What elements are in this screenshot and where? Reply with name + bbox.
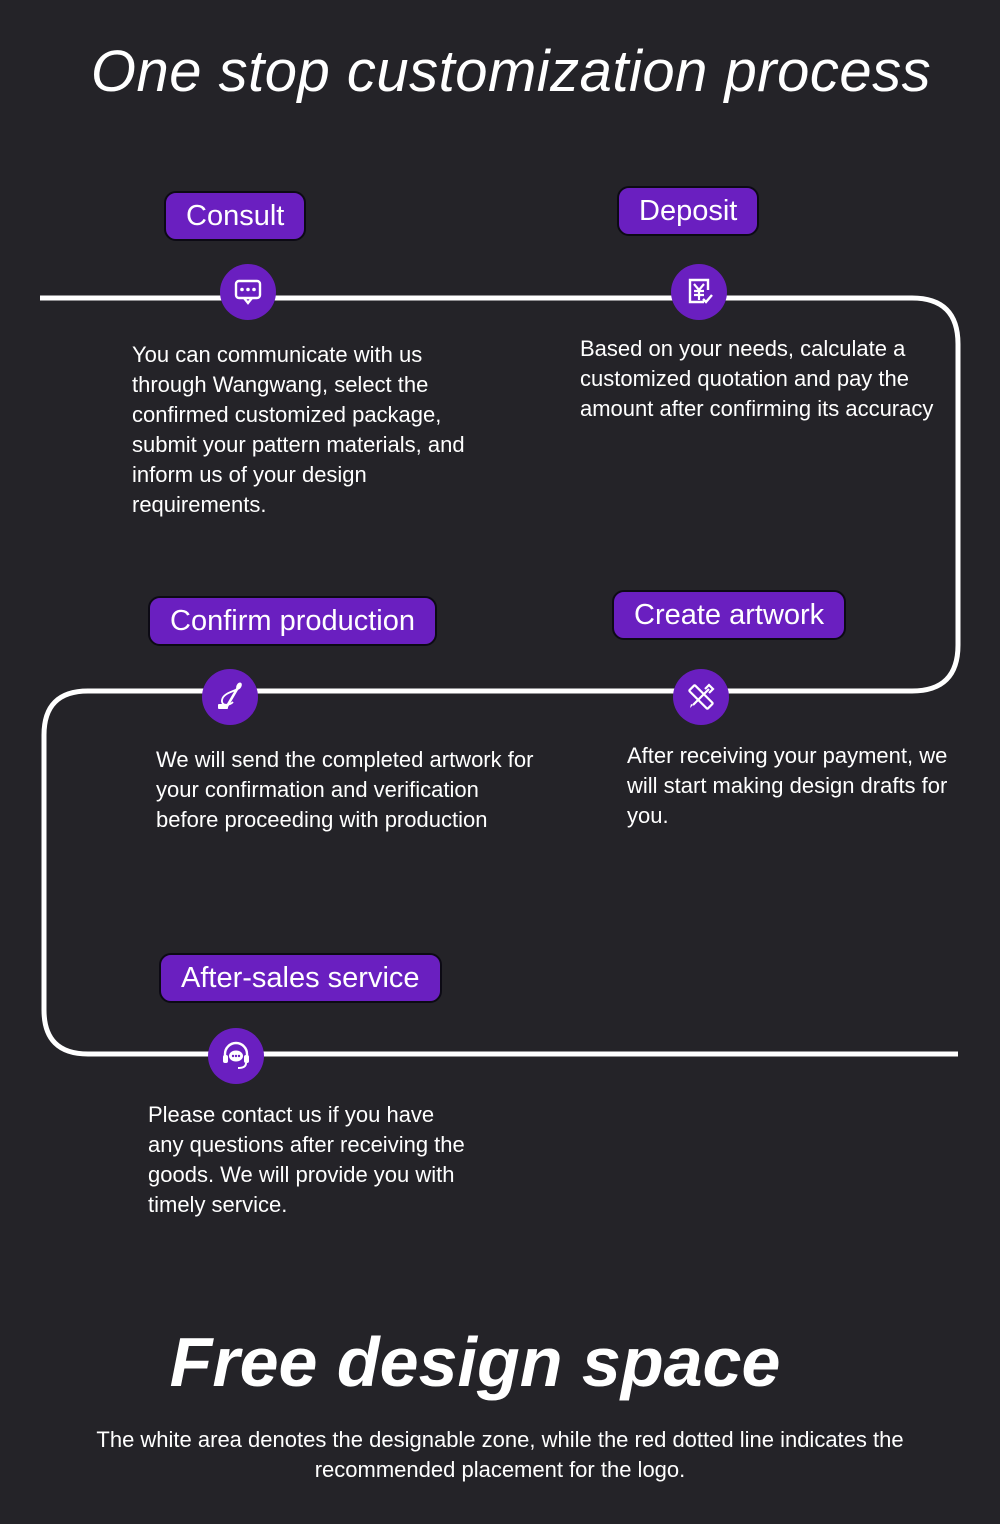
needle-thread-icon [202, 669, 258, 725]
pencil-ruler-icon [673, 669, 729, 725]
step-consult-description: You can communicate with us through Wang… [132, 342, 465, 517]
step-create-artwork-description: After receiving your payment, we will st… [627, 743, 948, 828]
step-deposit-description: Based on your needs, calculate a customi… [580, 336, 934, 421]
step-confirm-production-description: We will send the completed artwork for y… [156, 747, 534, 832]
customer-service-icon [208, 1028, 264, 1084]
page-title: One stop customization process [90, 39, 932, 104]
step-after-sales-label: After-sales service [159, 953, 442, 1003]
payment-icon [671, 264, 727, 320]
free-design-note: The white area denotes the designable zo… [96, 1427, 904, 1482]
chat-icon [220, 264, 276, 320]
step-confirm-production-label: Confirm production [148, 596, 437, 646]
step-consult-label: Consult [164, 191, 307, 241]
free-design-heading: Free design space [169, 1323, 781, 1401]
step-deposit-label: Deposit [617, 186, 760, 236]
step-create-artwork-label: Create artwork [612, 590, 847, 640]
step-after-sales-description: Please contact us if you have any questi… [148, 1102, 465, 1217]
